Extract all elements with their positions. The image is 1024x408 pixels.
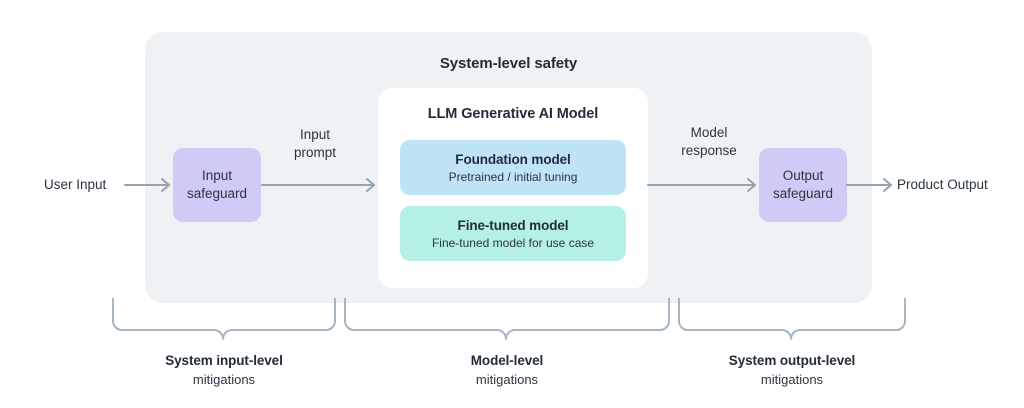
system-level-safety-title: System-level safety — [439, 55, 578, 72]
output-safeguard-label-line1: Output — [782, 168, 824, 183]
bracket-system-output-level — [678, 298, 906, 346]
input-prompt-line2: prompt — [293, 145, 337, 160]
arrow-model-to-output-safeguard-icon — [647, 176, 759, 194]
output-safeguard-label-line2: safeguard — [772, 186, 834, 201]
model-response-line2: response — [681, 143, 737, 158]
model-response-line1: Model — [690, 125, 728, 140]
foundation-model-title: Foundation model — [455, 151, 571, 167]
input-prompt-line1: Input — [299, 127, 331, 142]
arrow-user-input-to-input-safeguard-icon — [124, 176, 173, 194]
model-level-subtitle: mitigations — [475, 372, 539, 387]
system-output-level-title: System output-level — [728, 353, 856, 368]
user-input-label: User Input — [44, 177, 107, 192]
fine-tuned-model-description: Fine-tuned model for use case — [431, 235, 595, 250]
input-safeguard-label-line1: Input — [201, 168, 232, 183]
caption-system-output-level-mitigations: System output-level mitigations — [680, 351, 904, 389]
input-prompt-label: Input prompt — [281, 126, 349, 162]
llm-generative-ai-model-card: LLM Generative AI Model Foundation model… — [378, 88, 648, 288]
foundation-model-box: Foundation model Pretrained / initial tu… — [400, 140, 626, 195]
foundation-model-description: Pretrained / initial tuning — [448, 169, 578, 184]
caption-system-input-level-mitigations: System input-level mitigations — [114, 351, 334, 389]
caption-model-level-mitigations: Model-level mitigations — [347, 351, 667, 389]
bracket-model-level — [344, 298, 670, 346]
model-level-title: Model-level — [470, 353, 544, 368]
arrow-output-safeguard-to-product-output-icon — [846, 176, 895, 194]
system-input-level-subtitle: mitigations — [192, 372, 256, 387]
input-safeguard-box: Input safeguard — [173, 148, 261, 222]
fine-tuned-model-box: Fine-tuned model Fine-tuned model for us… — [400, 206, 626, 261]
product-output-label: Product Output — [897, 177, 988, 192]
arrow-input-safeguard-to-model-icon — [261, 176, 378, 194]
system-output-level-subtitle: mitigations — [760, 372, 824, 387]
llm-card-title: LLM Generative AI Model — [427, 106, 599, 122]
input-safeguard-label-line2: safeguard — [186, 186, 248, 201]
output-safeguard-box: Output safeguard — [759, 148, 847, 222]
fine-tuned-model-title: Fine-tuned model — [457, 217, 569, 233]
system-input-level-title: System input-level — [165, 353, 283, 368]
model-response-label: Model response — [668, 124, 750, 160]
bracket-system-input-level — [112, 298, 336, 346]
